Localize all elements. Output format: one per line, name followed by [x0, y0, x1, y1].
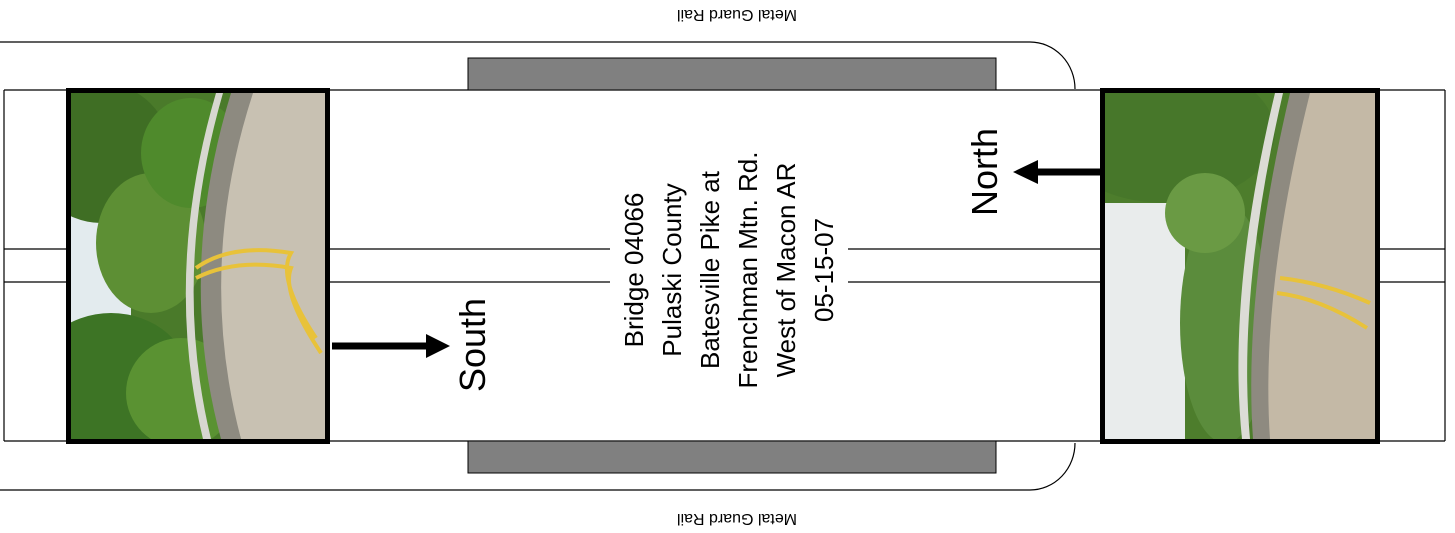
bridge-number: Bridge 04066: [619, 192, 649, 348]
south-arrow-head: [426, 334, 450, 358]
guard-rail-bottom: [467, 440, 997, 474]
bridge-info-block: Bridge 04066 Pulaski County Batesville P…: [615, 152, 843, 389]
bridge-cross-road: Frenchman Mtn. Rd.: [733, 151, 763, 389]
top-guard-rail-label: Metal Guard Rail: [676, 6, 798, 23]
outer-top-curve: [1029, 41, 1076, 90]
south-view-photo: [66, 88, 330, 444]
bridge-date: 05-15-07: [809, 217, 839, 323]
north-label: North: [964, 127, 1005, 217]
guard-rail-top: [467, 57, 997, 91]
north-view-photo: [1100, 88, 1380, 444]
bottom-guard-rail-label: Metal Guard Rail: [676, 510, 798, 527]
bridge-county: Pulaski County: [657, 183, 687, 357]
north-arrow-head: [1013, 160, 1038, 184]
north-photo-image: [1105, 93, 1375, 439]
south-photo-image: [71, 93, 325, 439]
bridge-road: Batesville Pike at: [695, 171, 725, 369]
outer-bottom-curve: [1029, 442, 1076, 491]
south-label: South: [452, 297, 493, 393]
bridge-location: West of Macon AR: [771, 162, 801, 378]
